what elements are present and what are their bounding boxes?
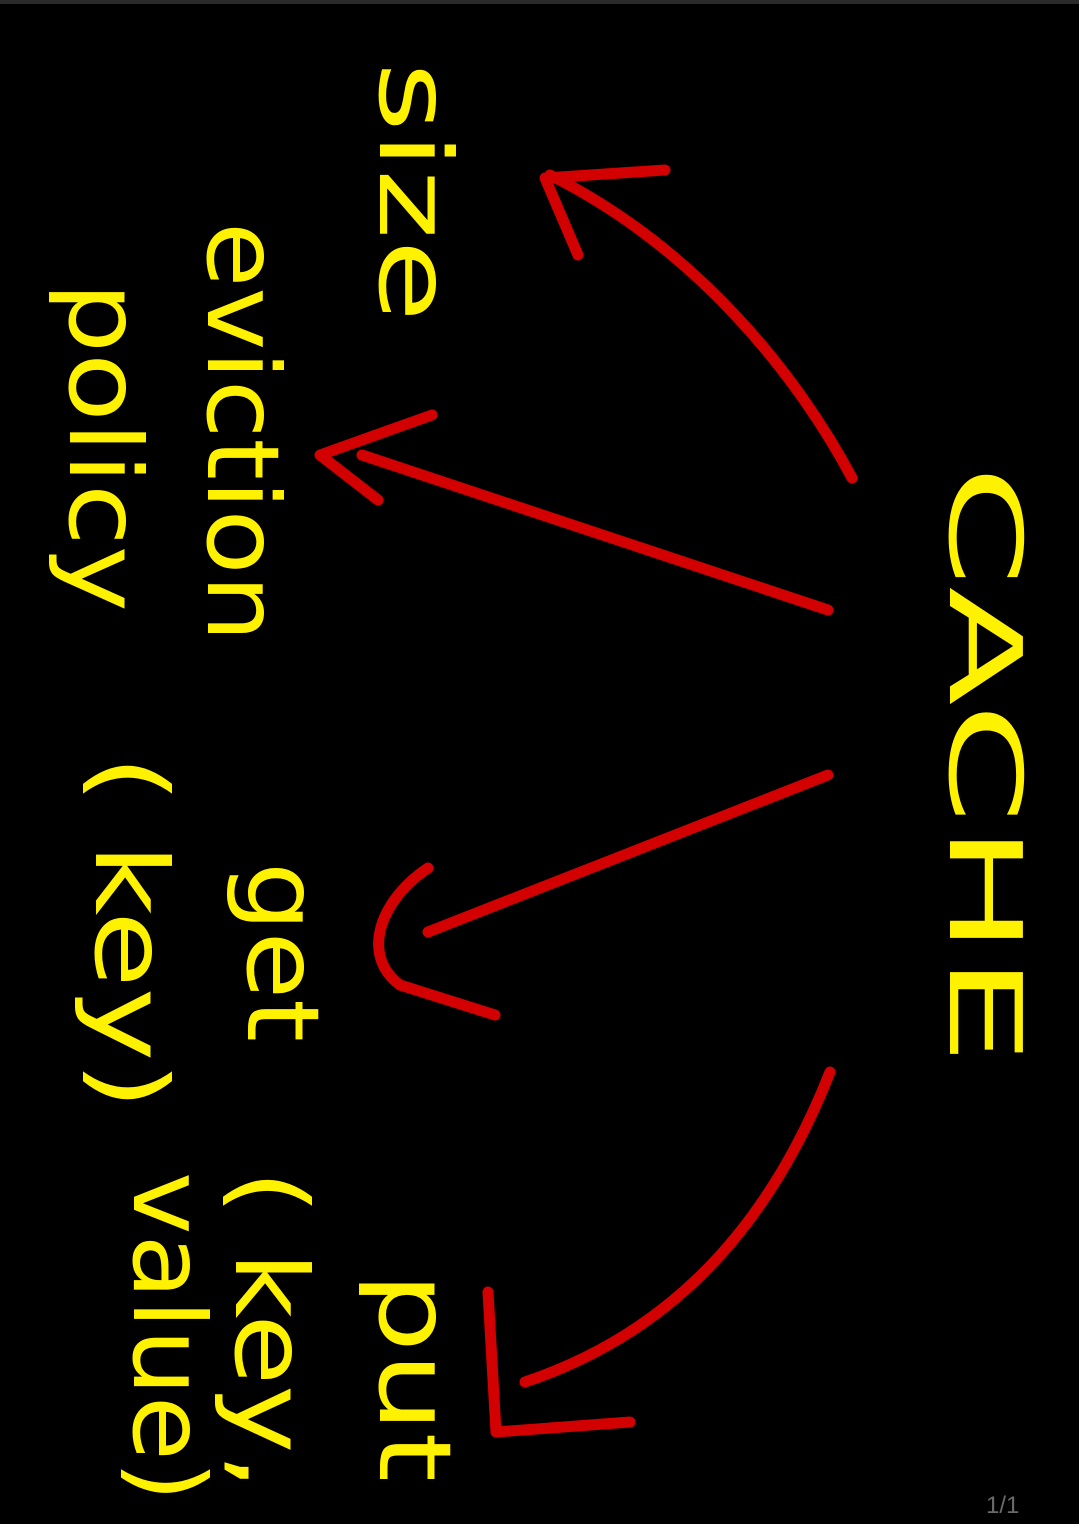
node-label-size: size: [356, 62, 473, 322]
node-label-policy: policy: [46, 282, 163, 612]
page-counter: 1/1: [986, 1492, 1020, 1519]
arrowhead-size: [539, 164, 671, 261]
arrow-cache-to-get: [422, 769, 834, 938]
arrow-cache-to-eviction-policy: [356, 449, 834, 616]
arrowhead-get: [373, 862, 501, 1021]
node-label-put-args-value: value): [110, 1172, 227, 1502]
arrow-cache-to-put: [519, 1066, 836, 1388]
node-label-put: put: [356, 1272, 473, 1482]
root-label-cache: CACHE: [926, 465, 1043, 1065]
node-label-get: get: [224, 862, 341, 1042]
node-label-put-args-key: ( key,: [212, 1170, 329, 1490]
node-label-get-args: ( key): [72, 755, 189, 1110]
node-label-eviction: eviction: [184, 222, 301, 642]
top-edge-bar: [0, 0, 1079, 4]
arrowhead-eviction-policy: [314, 409, 438, 506]
arrow-cache-to-size: [544, 169, 858, 484]
arrowhead-put: [482, 1286, 636, 1438]
